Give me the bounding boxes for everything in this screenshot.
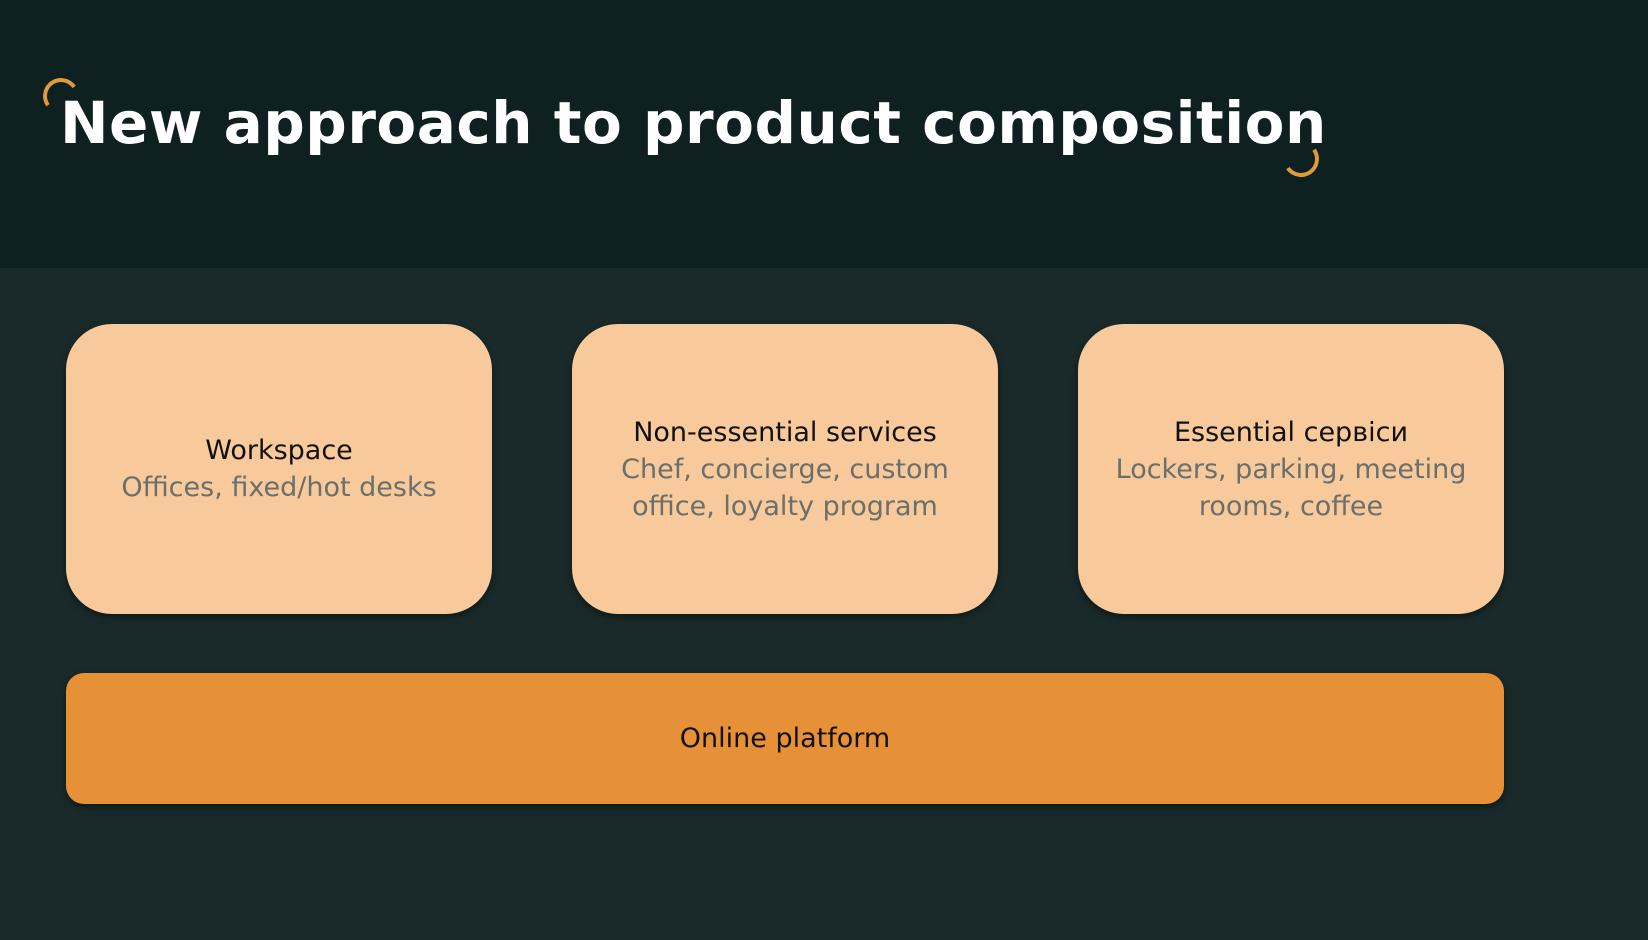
card-essential-services: Essential сервіси Lockers, parking, meet…	[1078, 324, 1504, 614]
online-platform-bar: Online platform	[66, 673, 1504, 804]
card-title: Essential сервіси	[1173, 416, 1409, 448]
card-title: Non-essential services	[633, 416, 937, 448]
header-band: New approach to product composition	[0, 0, 1648, 268]
slide-title: New approach to product composition	[60, 89, 1327, 157]
card-title: Workspace	[205, 435, 353, 466]
card-non-essential-services: Non-essential services Chef, concierge, …	[572, 324, 998, 614]
card-description: Chef, concierge, custom office, loyalty …	[621, 453, 949, 522]
card-description: Lockers, parking, meeting rooms, coffee	[1115, 453, 1467, 522]
platform-label: Online platform	[679, 723, 891, 754]
card-workspace: Workspace Offices, fixed/hot desks	[66, 324, 492, 614]
card-description: Offices, fixed/hot desks	[121, 472, 437, 503]
